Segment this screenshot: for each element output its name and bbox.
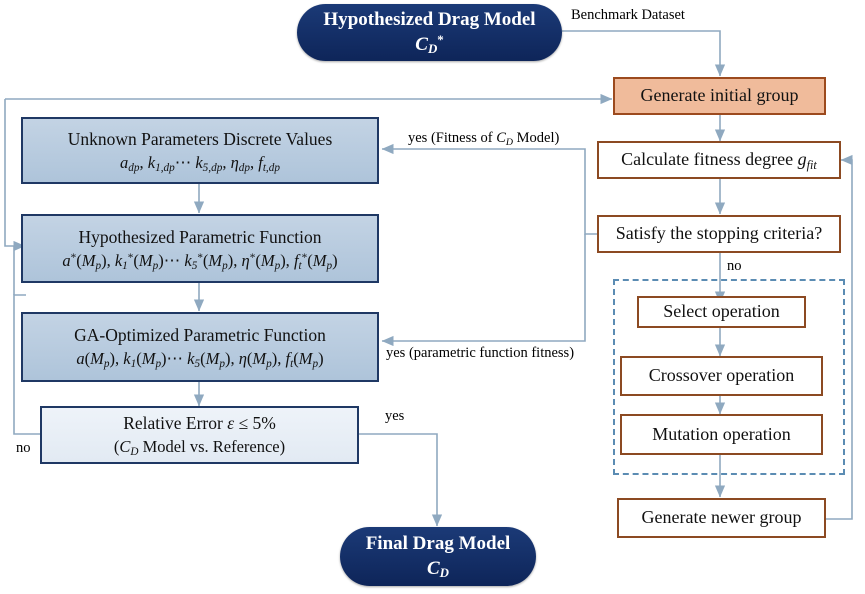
label-benchmark-dataset: Benchmark Dataset	[571, 7, 685, 23]
relative-error-line2: (CD Model vs. Reference)	[113, 437, 286, 459]
end-terminal-line2: CD	[426, 557, 449, 581]
node-satisfy-stopping-criteria: Satisfy the stopping criteria?	[597, 215, 841, 253]
relative-error-line1: Relative Error ε ≤ 5%	[123, 413, 276, 434]
node-generate-newer-group: Generate newer group	[617, 498, 826, 538]
hypothesized-function-line1: Hypothesized Parametric Function	[78, 226, 322, 247]
calculate-fitness-label: Calculate fitness degree gfit	[621, 149, 817, 172]
start-terminal-hypothesized-drag-model: Hypothesized Drag Model CD*	[297, 4, 562, 61]
crossover-operation-label: Crossover operation	[648, 365, 795, 386]
label-yes-fitness-cd-model: yes (Fitness of CD Model)	[408, 130, 560, 148]
unknown-params-line2: adp, k1,dp⋯ k5,dp, ηdp, ft,dp	[120, 152, 280, 174]
label-yes-parametric-function-fitness: yes (parametric function fitness)	[386, 345, 575, 361]
label-no-relative-error: no	[16, 440, 31, 456]
mutation-operation-label: Mutation operation	[652, 423, 791, 444]
start-terminal-line2: CD*	[415, 31, 444, 57]
generate-initial-group-label: Generate initial group	[640, 85, 799, 106]
node-crossover-operation: Crossover operation	[620, 356, 823, 396]
ga-function-line1: GA-Optimized Parametric Function	[74, 325, 326, 346]
label-yes-relative-error: yes	[385, 408, 405, 424]
node-select-operation: Select operation	[637, 296, 806, 328]
node-mutation-operation: Mutation operation	[620, 414, 823, 455]
node-generate-initial-group: Generate initial group	[613, 77, 826, 115]
ga-function-line2: a(Mp), k1(Mp)⋯ k5(Mp), η(Mp), ft(Mp)	[76, 349, 324, 371]
generate-newer-group-label: Generate newer group	[641, 507, 802, 528]
ga-operations-group	[613, 279, 845, 475]
node-relative-error-check: Relative Error ε ≤ 5% (CD Model vs. Refe…	[40, 406, 359, 464]
node-calculate-fitness-degree: Calculate fitness degree gfit	[597, 141, 841, 179]
stopping-criteria-label: Satisfy the stopping criteria?	[615, 223, 823, 244]
unknown-params-line1: Unknown Parameters Discrete Values	[67, 128, 333, 149]
node-hypothesized-parametric-function: Hypothesized Parametric Function a*(Mp),…	[21, 214, 379, 283]
select-operation-label: Select operation	[663, 301, 780, 322]
end-terminal-final-drag-model: Final Drag Model CD	[340, 527, 536, 586]
end-terminal-line1: Final Drag Model	[365, 533, 511, 555]
start-terminal-line1: Hypothesized Drag Model	[323, 9, 536, 31]
node-ga-optimized-parametric-function: GA-Optimized Parametric Function a(Mp), …	[21, 312, 379, 382]
hypothesized-function-line2: a*(Mp), k1*(Mp)⋯ k5*(Mp), η*(Mp), ft*(Mp…	[62, 250, 338, 272]
label-no-stopping-criteria: no	[727, 258, 742, 274]
node-unknown-parameters-discrete-values: Unknown Parameters Discrete Values adp, …	[21, 117, 379, 184]
